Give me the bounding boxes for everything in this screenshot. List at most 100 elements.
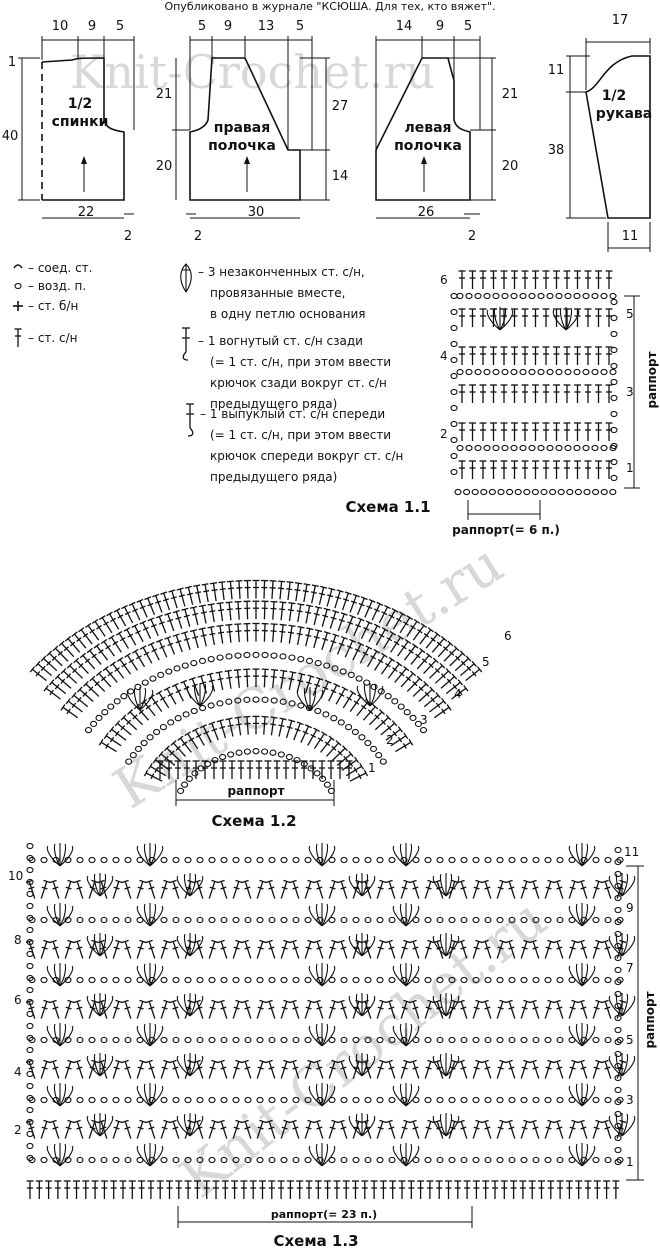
- double-crochet-stitch-icon: [263, 760, 273, 780]
- chain-stitch-icon: [95, 714, 103, 722]
- double-crochet-stitch-icon: [180, 607, 194, 629]
- chain-stitch-icon: [583, 488, 591, 496]
- legend-fpdc-1: – 1 выпуклый ст. с/н спереди: [200, 407, 385, 421]
- double-crochet-stitch-icon: [217, 999, 231, 1021]
- double-crochet-stitch-icon: [215, 624, 227, 645]
- chain-stitch-icon: [208, 1036, 216, 1044]
- scheme-1-1-row-3: 3: [626, 385, 634, 399]
- scheme-1-1-title: Схема 1.1: [345, 498, 430, 516]
- chain-stitch-icon: [508, 976, 516, 984]
- chain-stitch-icon: [165, 668, 173, 675]
- chain-stitch-icon: [304, 856, 312, 864]
- scheme-1-2: раппорт Схема 1.2 1 2 3 4 5 6: [29, 579, 512, 830]
- chain-stitch-icon: [609, 368, 617, 376]
- chain-stitch-icon: [352, 916, 360, 924]
- double-crochet-stitch-icon: [478, 270, 488, 290]
- chain-stitch-icon: [220, 856, 228, 864]
- double-crochet-stitch-icon: [268, 600, 279, 621]
- chain-stitch-icon: [100, 856, 108, 864]
- double-crochet-stitch-icon: [552, 460, 561, 480]
- double-crochet-stitch-icon: [573, 384, 582, 404]
- double-crochet-stitch-icon: [397, 879, 411, 901]
- chain-stitch-icon: [26, 842, 34, 850]
- double-crochet-stitch-icon: [314, 1180, 323, 1200]
- chain-stitch-icon: [112, 976, 120, 984]
- chain-stitch-icon: [614, 1050, 622, 1058]
- double-crochet-stitch-icon: [29, 665, 50, 685]
- double-crochet-stitch-icon: [37, 939, 51, 961]
- double-crochet-stitch-icon: [259, 579, 269, 600]
- chain-stitch-icon: [520, 1036, 528, 1044]
- scheme-1-1-row-4: 4: [440, 349, 448, 363]
- double-crochet-stitch-icon: [468, 384, 477, 404]
- chain-stitch-icon: [40, 856, 48, 864]
- chain-stitch-icon: [107, 703, 115, 710]
- chain-stitch-icon: [501, 368, 509, 376]
- chain-stitch-icon: [313, 770, 321, 777]
- legend-bpdc-4: предыдущего ряда): [210, 397, 337, 411]
- right-front-dim-right-bottom: 14: [332, 169, 349, 184]
- double-crochet-stitch-icon: [505, 1119, 519, 1141]
- chain-stitch-icon: [496, 1036, 504, 1044]
- scheme-1-3-row-8: 8: [14, 933, 22, 947]
- cluster-icon: [180, 263, 192, 293]
- chain-stitch-icon: [501, 292, 509, 300]
- chain-stitch-icon: [124, 1096, 132, 1104]
- chain-stitch-icon: [474, 368, 482, 376]
- chain-stitch-icon: [292, 1156, 300, 1164]
- double-crochet-stitch-icon: [325, 999, 339, 1021]
- chain-stitch-icon: [532, 1156, 540, 1164]
- double-crochet-stitch-icon: [499, 346, 509, 366]
- double-crochet-stitch-icon: [553, 939, 567, 961]
- scheme-1-3-stitches: [25, 842, 636, 1200]
- double-crochet-stitch-icon: [435, 1180, 444, 1200]
- chain-stitch-icon: [591, 444, 599, 452]
- double-crochet-stitch-icon: [241, 939, 255, 961]
- double-crochet-stitch-icon: [426, 697, 447, 716]
- chain-stitch-icon: [556, 976, 564, 984]
- chain-stitch-icon: [184, 856, 192, 864]
- chain-stitch-icon: [555, 292, 563, 300]
- double-crochet-stitch-icon: [593, 1180, 602, 1200]
- chain-stitch-icon: [220, 1096, 228, 1104]
- chain-stitch-icon: [40, 976, 48, 984]
- double-crochet-stitch-icon: [268, 623, 279, 643]
- double-crochet-stitch-icon: [156, 1180, 165, 1200]
- double-crochet-stitch-icon: [289, 879, 303, 901]
- double-crochet-stitch-icon: [277, 939, 291, 961]
- chain-stitch-icon: [364, 856, 372, 864]
- chain-stitch-icon: [244, 916, 252, 924]
- double-crochet-stitch-icon: [481, 879, 495, 901]
- scheme-1-3-row-10: 10: [8, 869, 23, 883]
- double-crochet-stitch-icon: [478, 460, 488, 480]
- chain-stitch-icon: [465, 444, 473, 452]
- chain-stitch-icon: [582, 444, 590, 452]
- double-crochet-stitch-icon: [157, 939, 171, 961]
- right-front-dim-left-bottom: 20: [156, 159, 173, 174]
- chain-stitch-icon: [388, 976, 396, 984]
- double-crochet-stitch-icon: [457, 879, 471, 901]
- double-crochet-stitch-icon: [553, 1059, 567, 1081]
- legend-cluster-2: провязанные вместе,: [210, 286, 346, 300]
- chain-stitch-icon: [614, 846, 622, 854]
- double-crochet-stitch-icon: [490, 1180, 500, 1200]
- double-crochet-stitch-icon: [281, 760, 291, 780]
- double-crochet-stitch-icon: [217, 1059, 231, 1081]
- double-crochet-stitch-icon: [233, 600, 244, 621]
- double-crochet-stitch-icon: [34, 660, 55, 679]
- double-crochet-stitch-icon: [589, 1059, 603, 1081]
- double-crochet-stitch-icon: [583, 346, 593, 366]
- double-crochet-stitch-icon: [61, 879, 75, 901]
- double-crochet-stitch-icon: [145, 939, 159, 961]
- double-crochet-stitch-icon: [510, 460, 519, 480]
- chain-stitch-icon: [376, 1096, 384, 1104]
- double-crochet-stitch-icon: [163, 612, 178, 633]
- double-crochet-stitch-icon: [415, 686, 436, 705]
- double-crochet-stitch-icon: [233, 623, 244, 643]
- chain-stitch-icon: [100, 976, 108, 984]
- cluster-fan-icon: [348, 932, 376, 957]
- chain-stitch-icon: [90, 720, 98, 728]
- double-crochet-stitch-icon: [457, 1059, 471, 1081]
- double-crochet-stitch-icon: [553, 999, 567, 1021]
- double-crochet-stitch-icon: [493, 1059, 507, 1081]
